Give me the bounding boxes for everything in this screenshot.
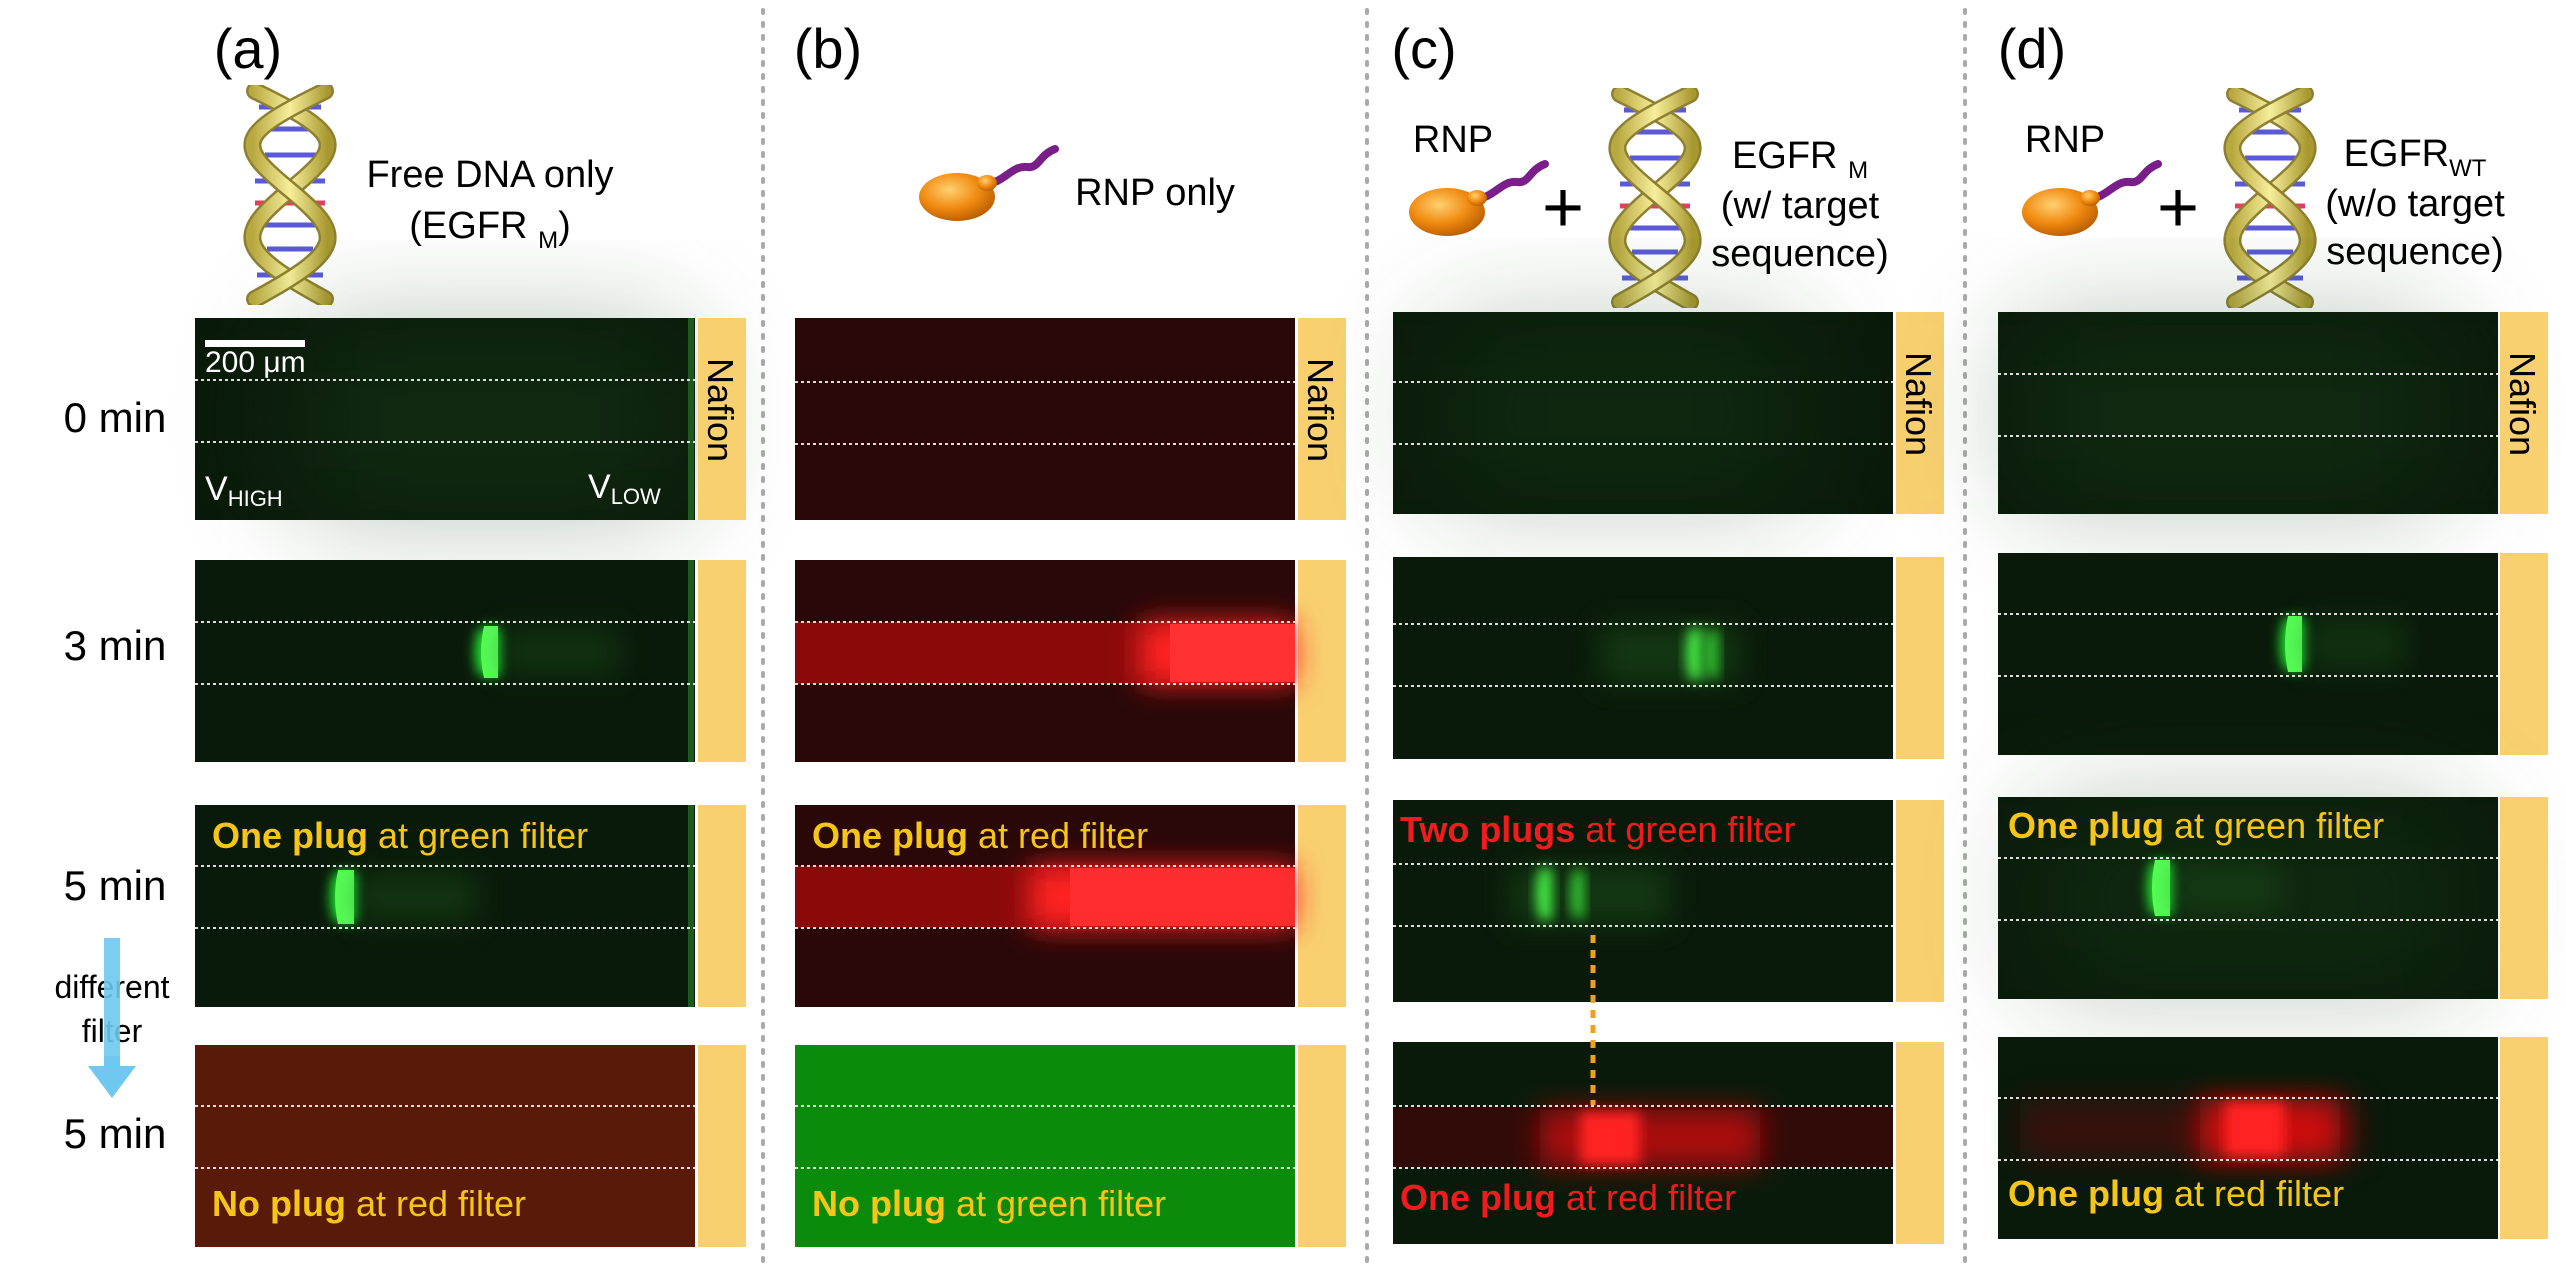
row-label-3min: 3 min [64,622,167,669]
panel-dividers [761,8,1967,1272]
header-d-rnp: RNP [2025,119,2105,161]
annotation-b-green: No plug at green filter [812,1183,1166,1224]
nafion-label: Nafion [1898,352,1939,456]
annotation-a-red: No plug at red filter [212,1183,526,1224]
scale-bar-label: 200 μm [205,346,306,379]
image-a-5min-green: One plug at green filter [195,805,746,1007]
image-a-5min-red: No plug at red filter [195,1045,746,1247]
header-c-rnp: RNP [1413,119,1493,161]
image-c-3min [1393,557,1944,759]
image-d-5min-green: One plug at green filter [1998,797,2548,999]
row-label-0min: 0 min [64,394,167,441]
annotation-a-green: One plug at green filter [212,815,588,856]
header-d-line2: (w/o target [2325,183,2505,225]
row-label-5min: 5 min [64,862,167,909]
header-d-plus: + [2157,168,2199,248]
image-a-3min [195,560,746,762]
annotation-d-green: One plug at green filter [2008,805,2384,846]
image-b-3min [795,560,1346,762]
image-d-0min: Nafion [1998,312,2548,514]
header-c-line2: (w/ target [1721,185,1880,227]
header-a-line2: (EGFR M) [409,205,570,254]
annotation-d-red: One plug at red filter [2008,1173,2344,1214]
panel-letter-d: (d) [1998,17,2066,80]
panel-letter-b: (b) [794,17,862,80]
nafion-label: Nafion [2502,352,2543,456]
annotation-b-red: One plug at red filter [812,815,1148,856]
v-high-label: VHIGH [205,470,283,511]
image-c-5min-green: Two plugs at green filter [1393,800,1944,1002]
dna-helix-icon [2232,94,2307,302]
panel-letter-a: (a) [214,17,282,80]
annotation-c-green: Two plugs at green filter [1400,809,1795,850]
scale-bar [205,340,305,347]
header-c-plus: + [1542,168,1584,248]
rnp-complex-icon [919,149,1055,221]
image-c-5min-red: One plug at red filter [1393,1042,1944,1244]
v-low-label: VLOW [588,468,661,509]
rnp-complex-icon [1409,164,1545,236]
header-d-line1: EGFRWT [2344,133,2487,182]
nafion-label: Nafion [700,358,741,462]
header-c-line3: sequence) [1711,233,1888,275]
dna-helix-icon [1617,94,1692,302]
annotation-c-red: One plug at red filter [1400,1177,1736,1218]
image-b-0min: Nafion [795,318,1346,520]
header-c-line1: EGFR M [1732,135,1868,184]
down-arrow-icon [88,938,136,1098]
image-b-5min-red: One plug at red filter [795,805,1346,1007]
image-d-3min [1998,553,2548,755]
header-a-line1: Free DNA only [366,154,613,196]
image-b-5min-green: No plug at green filter [795,1045,1346,1247]
panel-letter-c: (c) [1391,17,1456,80]
rnp-complex-icon [2022,164,2158,236]
header-d-line3: sequence) [2326,231,2503,273]
image-a-0min: 200 μm VHIGH VLOW Nafion [195,318,746,520]
nafion-label: Nafion [1300,358,1341,462]
dna-helix-icon [252,91,327,299]
image-c-0min: Nafion [1393,312,1944,514]
image-d-5min-red: One plug at red filter [1998,1037,2548,1239]
row-label-5min-alt: 5 min [64,1110,167,1157]
header-b-line1: RNP only [1075,172,1235,214]
